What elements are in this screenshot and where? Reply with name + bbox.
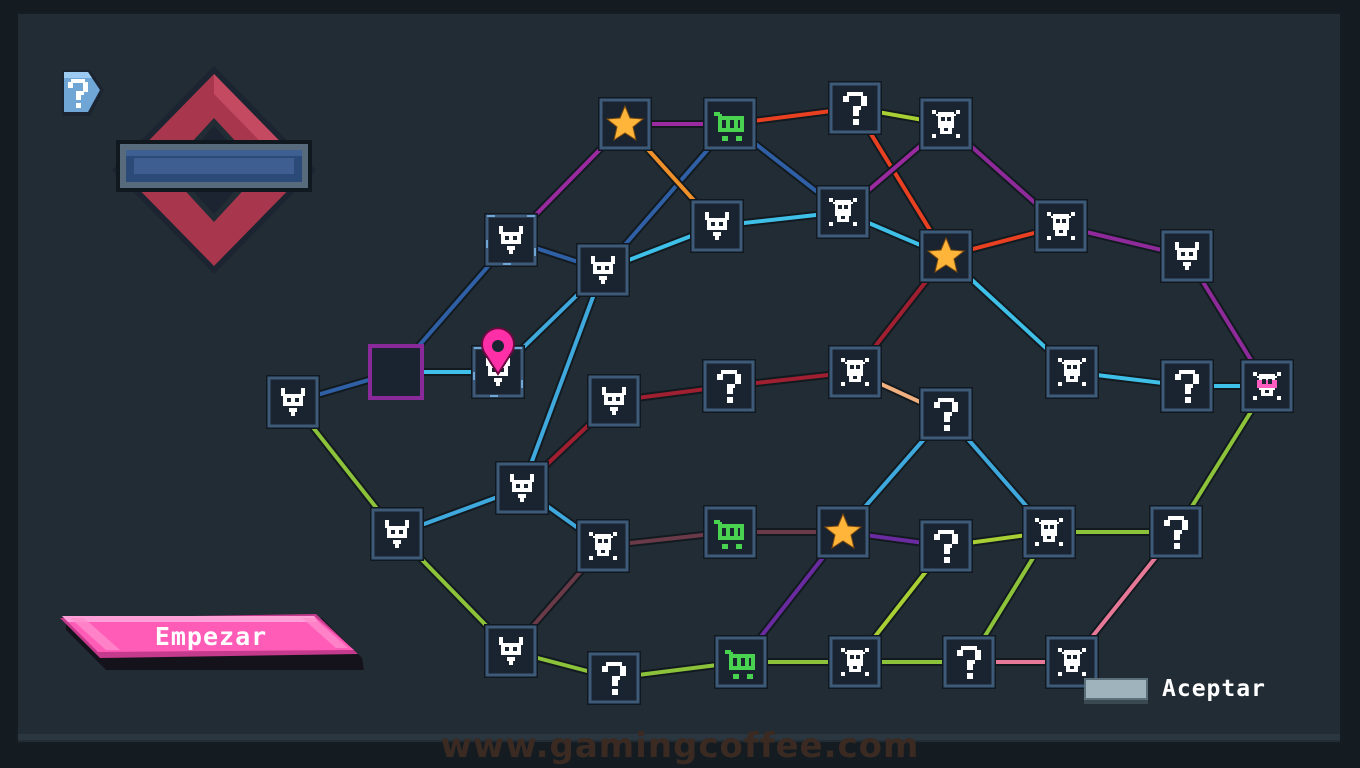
mystery-icon bbox=[1164, 516, 1188, 549]
map-node-current[interactable] bbox=[471, 327, 525, 399]
map-edges bbox=[289, 104, 1271, 682]
elite-icon bbox=[1047, 212, 1075, 240]
shop-icon bbox=[725, 650, 755, 679]
map-node-mystery[interactable] bbox=[828, 81, 882, 135]
elite-icon bbox=[1058, 358, 1086, 386]
help-button[interactable] bbox=[62, 70, 104, 116]
mystery-icon bbox=[1175, 370, 1199, 403]
star-icon bbox=[605, 104, 645, 142]
star-icon bbox=[823, 512, 863, 550]
enemy-icon bbox=[1175, 242, 1199, 270]
map-node-empty[interactable] bbox=[368, 344, 424, 400]
map-node-mystery[interactable] bbox=[702, 359, 756, 413]
elite-icon bbox=[829, 198, 857, 226]
mystery-icon bbox=[717, 370, 741, 403]
map-node-enemy[interactable] bbox=[1160, 229, 1214, 283]
map-node-elite[interactable] bbox=[828, 345, 882, 399]
enemy-icon bbox=[510, 474, 534, 502]
elite-icon bbox=[841, 358, 869, 386]
map-node-enemy[interactable] bbox=[484, 624, 538, 678]
map-nodes bbox=[266, 81, 1294, 705]
map-node-star[interactable] bbox=[598, 97, 652, 151]
map-node-elite[interactable] bbox=[828, 635, 882, 689]
diamond-emblem-icon bbox=[112, 66, 316, 274]
map-node-elite[interactable] bbox=[1034, 199, 1088, 253]
map-node-elite[interactable] bbox=[1045, 635, 1099, 689]
map-node-mystery[interactable] bbox=[919, 519, 973, 573]
accept-button[interactable]: Aceptar bbox=[1084, 672, 1314, 706]
map-node-enemy[interactable] bbox=[266, 375, 320, 429]
elite-icon bbox=[841, 648, 869, 676]
mystery-icon bbox=[934, 398, 958, 431]
start-button[interactable] bbox=[60, 614, 366, 672]
elite-icon bbox=[932, 110, 960, 138]
map-path bbox=[520, 269, 605, 489]
map-node-shop[interactable] bbox=[714, 635, 768, 689]
map-node-elite[interactable] bbox=[576, 519, 630, 573]
map-node-enemy[interactable] bbox=[484, 213, 538, 267]
enemy-icon bbox=[499, 637, 523, 665]
shop-icon bbox=[714, 112, 744, 141]
mystery-icon bbox=[843, 92, 867, 125]
map-node-mystery[interactable] bbox=[1149, 505, 1203, 559]
map-node-mystery[interactable] bbox=[587, 651, 641, 705]
map-node-enemy[interactable] bbox=[690, 199, 744, 253]
shop-icon bbox=[714, 520, 744, 549]
map-node-mystery[interactable] bbox=[942, 635, 996, 689]
question-mark-icon bbox=[62, 70, 104, 116]
map-node-shop[interactable] bbox=[703, 505, 757, 559]
map-node-mystery[interactable] bbox=[1160, 359, 1214, 413]
map-node-elite[interactable] bbox=[1045, 345, 1099, 399]
map-node-enemy[interactable] bbox=[587, 374, 641, 428]
elite-icon bbox=[589, 532, 617, 560]
mystery-icon bbox=[934, 530, 958, 563]
enemy-icon bbox=[591, 256, 615, 284]
map-node-mystery[interactable] bbox=[919, 387, 973, 441]
map-node-elite[interactable] bbox=[1022, 505, 1076, 559]
star-icon bbox=[926, 236, 966, 274]
watermark: www.gamingcoffee.com bbox=[440, 726, 920, 766]
mystery-icon bbox=[602, 662, 626, 695]
map-node-shop[interactable] bbox=[703, 97, 757, 151]
map-node-enemy[interactable] bbox=[495, 461, 549, 515]
map-node-boss[interactable] bbox=[1240, 359, 1294, 413]
map-node-star[interactable] bbox=[816, 505, 870, 559]
enemy-icon bbox=[281, 388, 305, 416]
panel-footer-line bbox=[18, 734, 1340, 740]
map-node-enemy[interactable] bbox=[576, 243, 630, 297]
elite-icon bbox=[1035, 518, 1063, 546]
map-node-star[interactable] bbox=[919, 229, 973, 283]
enemy-icon bbox=[385, 520, 409, 548]
enemy-icon bbox=[499, 226, 523, 254]
elite-icon bbox=[1058, 648, 1086, 676]
boss-icon bbox=[1253, 372, 1281, 400]
map-node-enemy[interactable] bbox=[370, 507, 424, 561]
map-node-elite[interactable] bbox=[816, 185, 870, 239]
key-hint-icon bbox=[1084, 678, 1148, 700]
map-node-elite[interactable] bbox=[919, 97, 973, 151]
mystery-icon bbox=[957, 646, 981, 679]
accept-label: Aceptar bbox=[1162, 676, 1266, 702]
location-marker-icon bbox=[481, 327, 515, 376]
enemy-icon bbox=[705, 212, 729, 240]
enemy-icon bbox=[602, 387, 626, 415]
